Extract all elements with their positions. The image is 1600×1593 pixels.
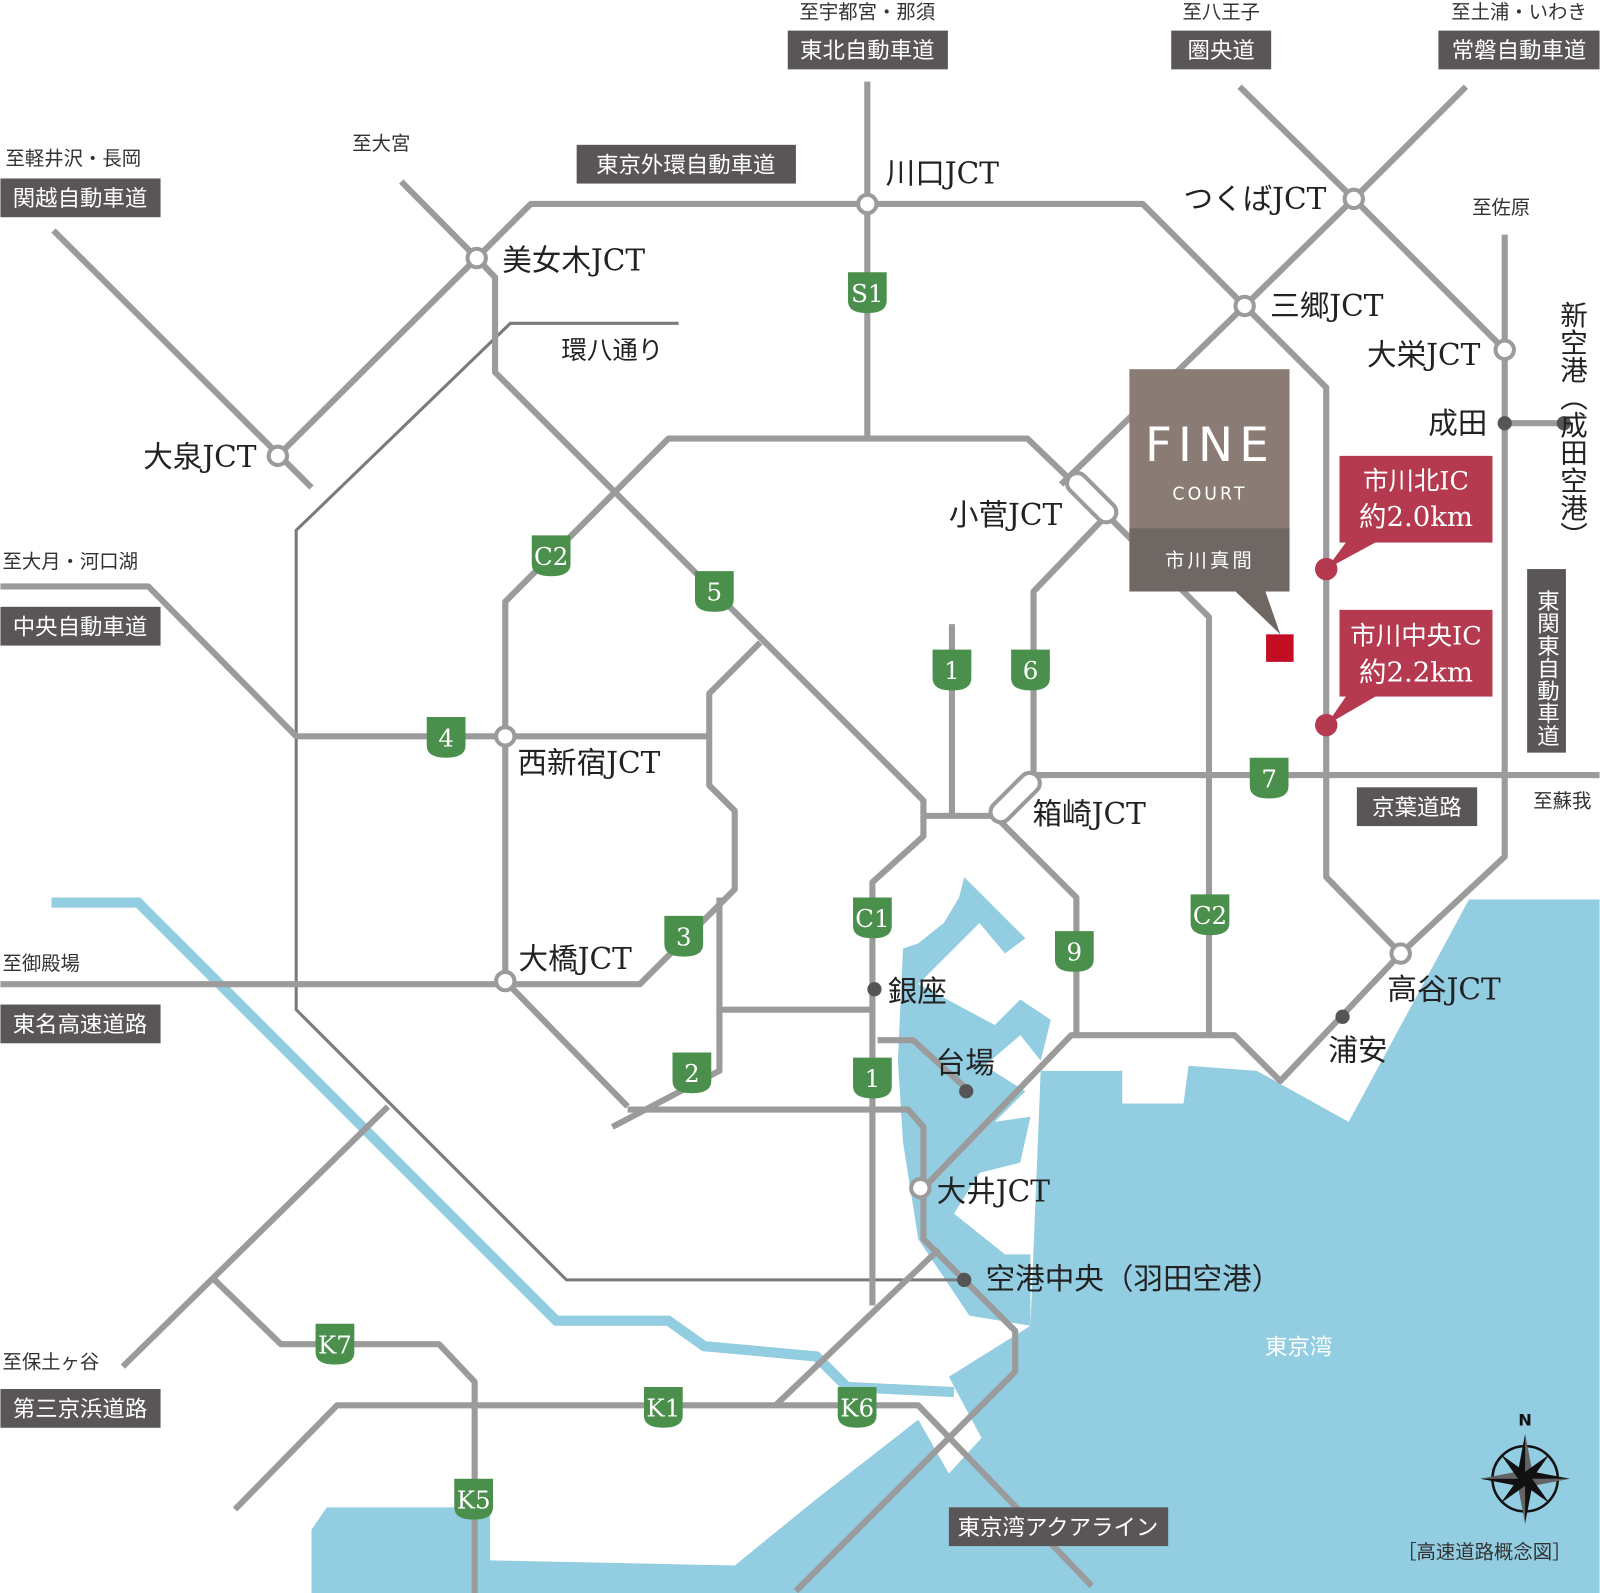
property-sub: COURT xyxy=(1172,485,1247,505)
place-ginza: 銀座 xyxy=(888,974,947,1008)
callout-distance: 約2.2km xyxy=(1359,656,1473,688)
jct-oizumi: 大泉JCT xyxy=(143,440,257,474)
shield-k6: K6 xyxy=(840,1394,874,1423)
callout-ichikawa-chuo: 市川中央IC 約2.2km xyxy=(1315,609,1493,737)
label-aqualine: 東京湾アクアライン xyxy=(958,1515,1159,1541)
label-daisan-keihin: 第三京浜道路 xyxy=(13,1397,148,1423)
shield-2: 2 xyxy=(684,1059,700,1088)
dest-hachioji: 至八王子 xyxy=(1182,0,1259,23)
route-shields: S1 C2 5 1 6 4 7 3 C1 9 C2 2 1 K7 K1 K6 K… xyxy=(315,272,1289,1520)
jct-bijogi: 美女木JCT xyxy=(502,243,645,277)
compass-north: N xyxy=(1518,1411,1532,1430)
shield-c2-west: C2 xyxy=(534,542,568,571)
property-marker[interactable]: FINE COURT 市川真間 xyxy=(1129,369,1294,662)
junction-markers xyxy=(266,187,1516,1200)
shield-s1: S1 xyxy=(851,279,883,308)
shield-k7: K7 xyxy=(318,1330,352,1359)
shield-k5: K5 xyxy=(457,1485,491,1514)
shield-k1: K1 xyxy=(646,1394,680,1423)
label-joban: 常磐自動車道 xyxy=(1452,38,1587,64)
tokyo-bay-water xyxy=(311,899,1600,1593)
tama-river xyxy=(51,897,955,1398)
callout-name: 市川北IC xyxy=(1363,467,1469,497)
label-chuo: 中央自動車道 xyxy=(13,614,148,640)
label-higashikanto: 東関東自動車道 xyxy=(1534,589,1560,747)
shield-4: 4 xyxy=(438,724,454,753)
jct-oi: 大井JCT xyxy=(937,1174,1051,1208)
compass-rose-icon: N xyxy=(1480,1411,1570,1524)
shield-6: 6 xyxy=(1023,656,1039,685)
dest-tsuchiura: 至土浦・いわき xyxy=(1451,0,1587,23)
label-tomei: 東名高速道路 xyxy=(13,1012,148,1038)
jct-kawaguchi: 川口JCT xyxy=(886,157,1000,191)
place-kanpachi: 環八通り xyxy=(561,336,663,366)
callout-name: 市川中央IC xyxy=(1350,622,1482,652)
property-area: 市川真間 xyxy=(1165,549,1255,572)
callout-distance: 約2.0km xyxy=(1359,501,1473,533)
jct-tsukuba: つくばJCT xyxy=(1183,182,1326,216)
place-dots xyxy=(867,416,1572,1288)
property-name: FINE xyxy=(1145,418,1275,473)
dest-sawara: 至佐原 xyxy=(1472,196,1530,219)
place-tokyo-bay: 東京湾 xyxy=(1265,1334,1332,1360)
dest-omiya: 至大宮 xyxy=(352,132,410,155)
place-haneda: 空港中央（羽田空港） xyxy=(986,1262,1282,1296)
dest-utsunomiya: 至宇都宮・那須 xyxy=(800,0,936,23)
shield-1-south: 1 xyxy=(865,1064,881,1093)
jct-nishishinjuku: 西新宿JCT xyxy=(518,746,661,780)
label-keiyo: 京葉道路 xyxy=(1372,795,1462,821)
place-daiba: 台場 xyxy=(936,1046,995,1080)
jct-takaya: 高谷JCT xyxy=(1387,972,1501,1006)
shield-7: 7 xyxy=(1261,764,1277,793)
callout-ichikawa-kita: 市川北IC 約2.0km xyxy=(1315,455,1493,581)
dest-karuizawa: 至軽井沢・長岡 xyxy=(6,147,142,170)
shield-5: 5 xyxy=(707,578,723,607)
shield-9: 9 xyxy=(1067,938,1083,967)
jct-ohashi: 大橋JCT xyxy=(519,942,633,976)
inner-bay-water xyxy=(897,877,1051,1326)
jct-taiei: 大栄JCT xyxy=(1367,338,1481,372)
shield-1-north: 1 xyxy=(944,656,960,685)
property-location-square xyxy=(1266,634,1294,662)
dest-hodogaya: 至保土ヶ谷 xyxy=(2,1351,99,1374)
map-caption: ［高速道路概念図］ xyxy=(1397,1540,1571,1563)
shield-3: 3 xyxy=(676,922,692,951)
dest-gotemba: 至御殿場 xyxy=(2,952,79,975)
jct-hakozaki: 箱崎JCT xyxy=(1033,797,1147,831)
place-narita-airport: 新空港（成田空港） xyxy=(1555,301,1588,549)
shield-c2-east: C2 xyxy=(1193,901,1227,930)
place-narita: 成田 xyxy=(1428,406,1487,440)
jct-misato: 三郷JCT xyxy=(1270,289,1384,323)
label-tohoku: 東北自動車道 xyxy=(800,38,935,64)
jct-kosuge: 小菅JCT xyxy=(949,498,1063,532)
label-kanetsu: 関越自動車道 xyxy=(13,186,148,212)
shield-c1: C1 xyxy=(855,904,889,933)
dest-soga: 至蘇我 xyxy=(1533,790,1591,813)
label-kenodo: 圏央道 xyxy=(1188,38,1255,64)
label-gaikan: 東京外環自動車道 xyxy=(596,152,775,178)
place-urayasu: 浦安 xyxy=(1328,1034,1387,1068)
dest-otsuki: 至大月・河口湖 xyxy=(2,550,138,573)
